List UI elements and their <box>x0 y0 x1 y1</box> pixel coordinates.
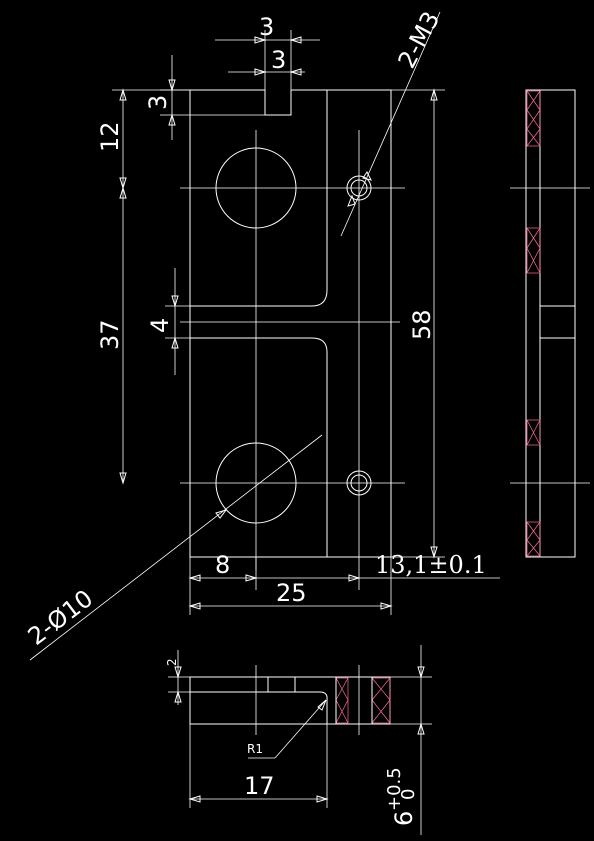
dim-slot-inner: 3 <box>271 46 286 74</box>
bottom-dimensions: 2 R1 17 6 +0.5 0 <box>165 645 432 835</box>
dim-thickness-upper: +0.5 <box>384 767 405 811</box>
front-dimensions: 3 3 3 12 37 4 58 <box>23 7 500 661</box>
dim-gap: 4 <box>146 318 174 333</box>
dim-slot-depth: 3 <box>144 95 172 110</box>
dim-25: 25 <box>276 579 307 607</box>
dim-thickness: 6 <box>390 811 418 826</box>
dim-fit-tolerance: 13,1±0.1 <box>375 551 487 579</box>
front-view <box>180 89 405 590</box>
front-outline <box>189 89 392 558</box>
dim-17: 17 <box>244 772 275 800</box>
bottom-view <box>189 665 391 735</box>
dim-8: 8 <box>215 551 230 579</box>
dim-slot-width: 3 <box>259 13 274 41</box>
dim-37: 37 <box>96 319 124 350</box>
dim-2: 2 <box>165 658 179 666</box>
dim-thickness-lower: 0 <box>398 789 419 800</box>
callout-r1: R1 <box>247 742 263 756</box>
side-view <box>510 89 590 558</box>
callout-2-m3: 2-M3 <box>393 7 446 73</box>
callout-2-phi10: 2-Ø10 <box>23 584 98 651</box>
dim-12: 12 <box>96 121 124 152</box>
dim-58: 58 <box>408 309 436 340</box>
